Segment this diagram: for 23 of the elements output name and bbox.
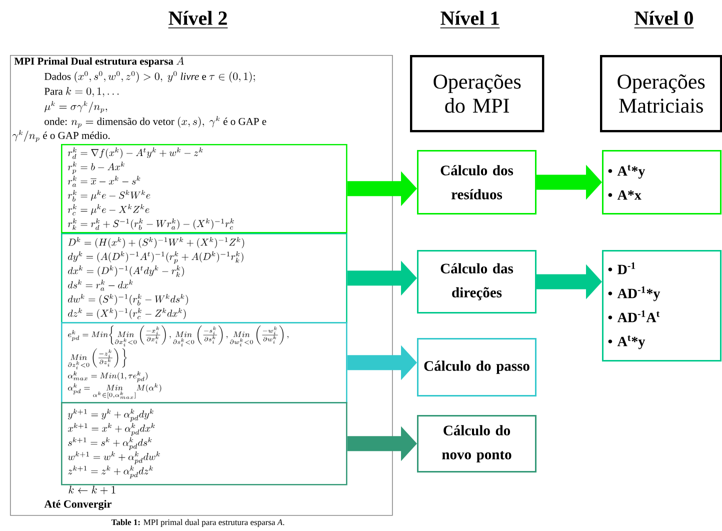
formula-line: $\text{Dados } (x^0, s^0, w^0, z^0) > 0,\ y^0\ \textit{livre} \text{ e } \tau \in (0,1);$ bbox=[44, 71, 255, 83]
step-box: Cálculo do novo ponto bbox=[417, 415, 536, 472]
formula-line: $k \leftarrow k+1$ bbox=[68, 486, 116, 494]
level-heading: Nível 2 bbox=[168, 10, 228, 28]
operation-box: • D$^{-1}$ • AD$^{-1}$*y • AD$^{-1}$A$^{t}$ • A$^{t}$*y bbox=[602, 250, 722, 362]
header-box: Operações Matriciais bbox=[600, 55, 722, 132]
level-heading: Nível 1 bbox=[440, 10, 500, 28]
formula-line: $\text{Para } k = 0, 1, \ldots$ bbox=[44, 87, 119, 97]
formula-line: $\mu^k = \sigma \gamma^k / n_p,$ bbox=[44, 101, 108, 113]
step-box: Cálculo dos resíduos bbox=[417, 150, 536, 214]
step-box: Cálculo das direções bbox=[417, 250, 536, 314]
level-heading: Nível 0 bbox=[634, 10, 694, 28]
header-box: Operações do MPI bbox=[410, 55, 544, 132]
step-box: Cálculo do passo bbox=[417, 338, 536, 396]
operation-box: • A$^{t}$*y • A*x bbox=[602, 150, 722, 214]
formula-box: $e_{pd}^k = Min\bigg\{ \underset{\partial x_i^k<0}{Min}\left(\frac{-x_i^k}{\partial x_i^k}\right), \underset{\partial s_i^k<0}{Min}\left(\frac{-s_i^k}{\partial s_i^k}\right), \underset{\partial w_i^k<0}{Min}\left(\frac{-w_i^k}{\partial w_i^k}\right),$ $\underset{\partial z_i^k<0}{Min}\left(\frac{-z_i^k}{\partial z_i^k}\right)\bigg\}$ $\alpha_{max}^k = Min(1, \tau e_{pd}^k)$ $\alpha_{pd}^k = \underset{\alpha^k \in [0,\alpha_{max}^k]}{Min} M(\alpha^k)$ bbox=[61, 322, 348, 404]
formula-line: $\textbf{MPI Primal Dual estrutura esparsa}\ A$ bbox=[14, 56, 184, 67]
formula-line: $\gamma^k / n_p \text{ é o GAP médio.}$ bbox=[12, 130, 110, 142]
formula-box: $y^{k+1} = y^k + \alpha_{pd}^k dy^k$ $x^{k+1} = x^k + \alpha_{pd}^k dx^k$ $s^{k+1} = s^k + \alpha_{pd}^k ds^k$ $w^{k+1} = w^k + \alpha_{pd}^k dw^k$ $z^{k+1} = z^k + \alpha_{pd}^k dz^k$ bbox=[61, 402, 348, 486]
formula-line: $\text{onde: } n_p = \text{dimensão do vetor } (x,s),\ \gamma^k \text{ é o GAP e}$ bbox=[44, 116, 266, 128]
loop-end-text: Até Convergir bbox=[44, 500, 112, 510]
formula-box: $r_d^k = \nabla f(x^k) - A^t y^k + w^k - z^k$ $r_p^k = b - Ax^k$ $r_a^k = \overline{x} - x^k - s^k$ $r_b^k = \mu^k e - S^k W^k e$ $r_c^k = \mu^k e - X^k Z^k e$ $r_k^k = r_d^k + S^{-1}(r_b^k - W r_a^k) - (X^k)^{-1} r_c^k$ bbox=[61, 144, 348, 234]
table-caption: Table 1: MPI primal dual para estrutura esparsa A. bbox=[111, 519, 284, 527]
